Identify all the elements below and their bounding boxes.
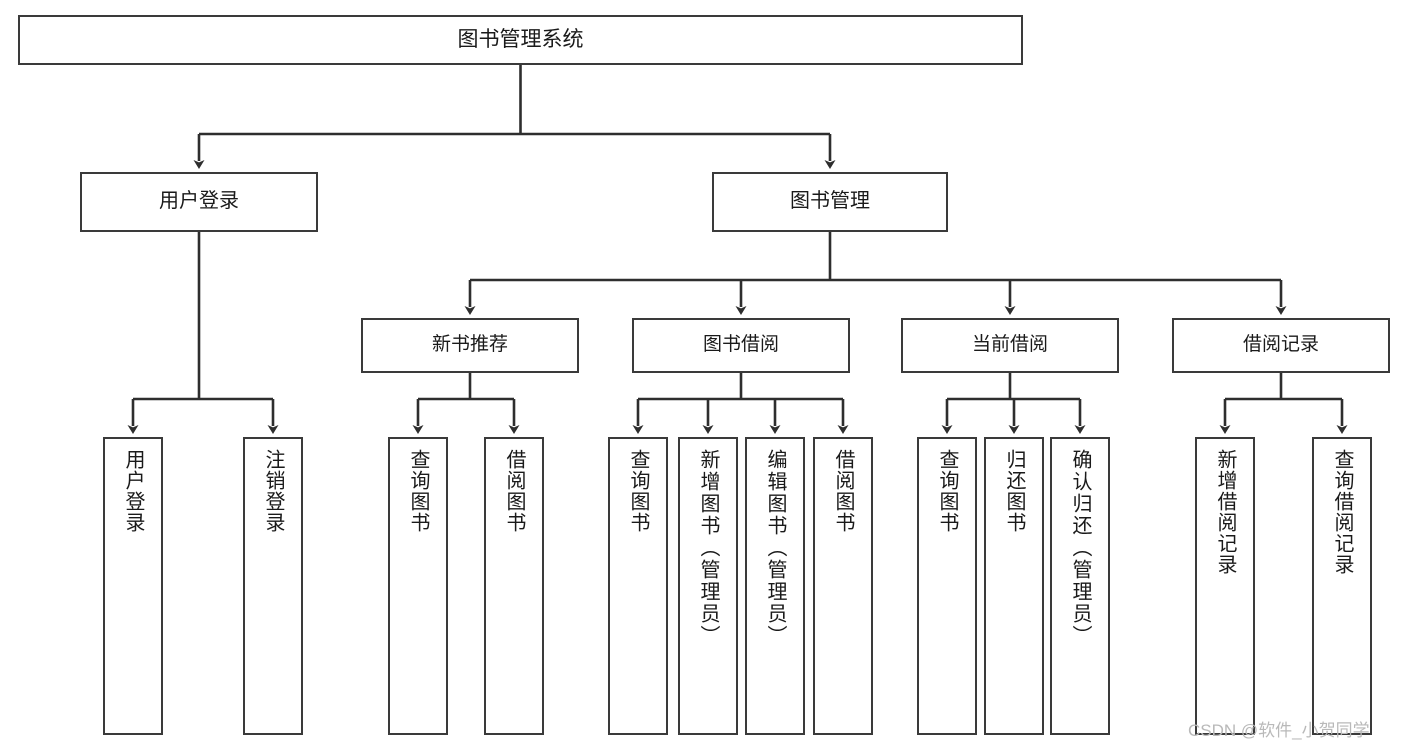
node-leaf-borrow-book-2[interactable]: 借阅图书 <box>813 437 873 735</box>
node-label: 借阅图书 <box>503 449 525 533</box>
node-leaf-add-record[interactable]: 新增借阅记录 <box>1195 437 1255 735</box>
node-label: 新增图书（管理员） <box>697 449 719 647</box>
node-label: 借阅记录 <box>1242 334 1319 356</box>
node-current-borrow[interactable]: 当前借阅 <box>901 318 1119 373</box>
connector-group <box>127 65 1348 434</box>
node-borrow-record[interactable]: 借阅记录 <box>1172 318 1390 373</box>
node-leaf-add-book[interactable]: 新增图书（管理员） <box>678 437 738 735</box>
node-label: 查询图书 <box>407 449 429 533</box>
node-label: 用户登录 <box>159 190 239 213</box>
node-leaf-query-book-2[interactable]: 查询图书 <box>608 437 668 735</box>
node-label: 确认归还（管理员） <box>1069 449 1091 647</box>
node-label: 图书借阅 <box>702 334 779 356</box>
node-label: 查询借阅记录 <box>1331 449 1353 575</box>
node-label: 新书推荐 <box>431 334 508 356</box>
node-root[interactable]: 图书管理系统 <box>18 15 1023 65</box>
node-leaf-query-book-1[interactable]: 查询图书 <box>388 437 448 735</box>
node-label: 查询图书 <box>936 449 958 533</box>
node-label: 图书管理系统 <box>457 27 584 51</box>
node-label: 注销登录 <box>262 449 284 533</box>
node-label: 当前借阅 <box>971 334 1048 356</box>
node-leaf-query-record[interactable]: 查询借阅记录 <box>1312 437 1372 735</box>
node-leaf-borrow-book-1[interactable]: 借阅图书 <box>484 437 544 735</box>
node-leaf-user-login[interactable]: 用户登录 <box>103 437 163 735</box>
node-label: 归还图书 <box>1003 449 1025 533</box>
node-label: 借阅图书 <box>832 449 854 533</box>
node-label: 新增借阅记录 <box>1214 449 1236 575</box>
node-leaf-confirm-return[interactable]: 确认归还（管理员） <box>1050 437 1110 735</box>
node-book-borrow[interactable]: 图书借阅 <box>632 318 850 373</box>
node-leaf-user-logout[interactable]: 注销登录 <box>243 437 303 735</box>
node-label: 用户登录 <box>122 449 144 533</box>
node-leaf-edit-book[interactable]: 编辑图书（管理员） <box>745 437 805 735</box>
node-label: 查询图书 <box>627 449 649 533</box>
node-label: 图书管理 <box>790 190 870 213</box>
node-book-manage[interactable]: 图书管理 <box>712 172 948 232</box>
node-user-login[interactable]: 用户登录 <box>80 172 318 232</box>
node-leaf-query-book-3[interactable]: 查询图书 <box>917 437 977 735</box>
node-leaf-return-book[interactable]: 归还图书 <box>984 437 1044 735</box>
node-new-book-rec[interactable]: 新书推荐 <box>361 318 579 373</box>
node-label: 编辑图书（管理员） <box>764 449 786 647</box>
